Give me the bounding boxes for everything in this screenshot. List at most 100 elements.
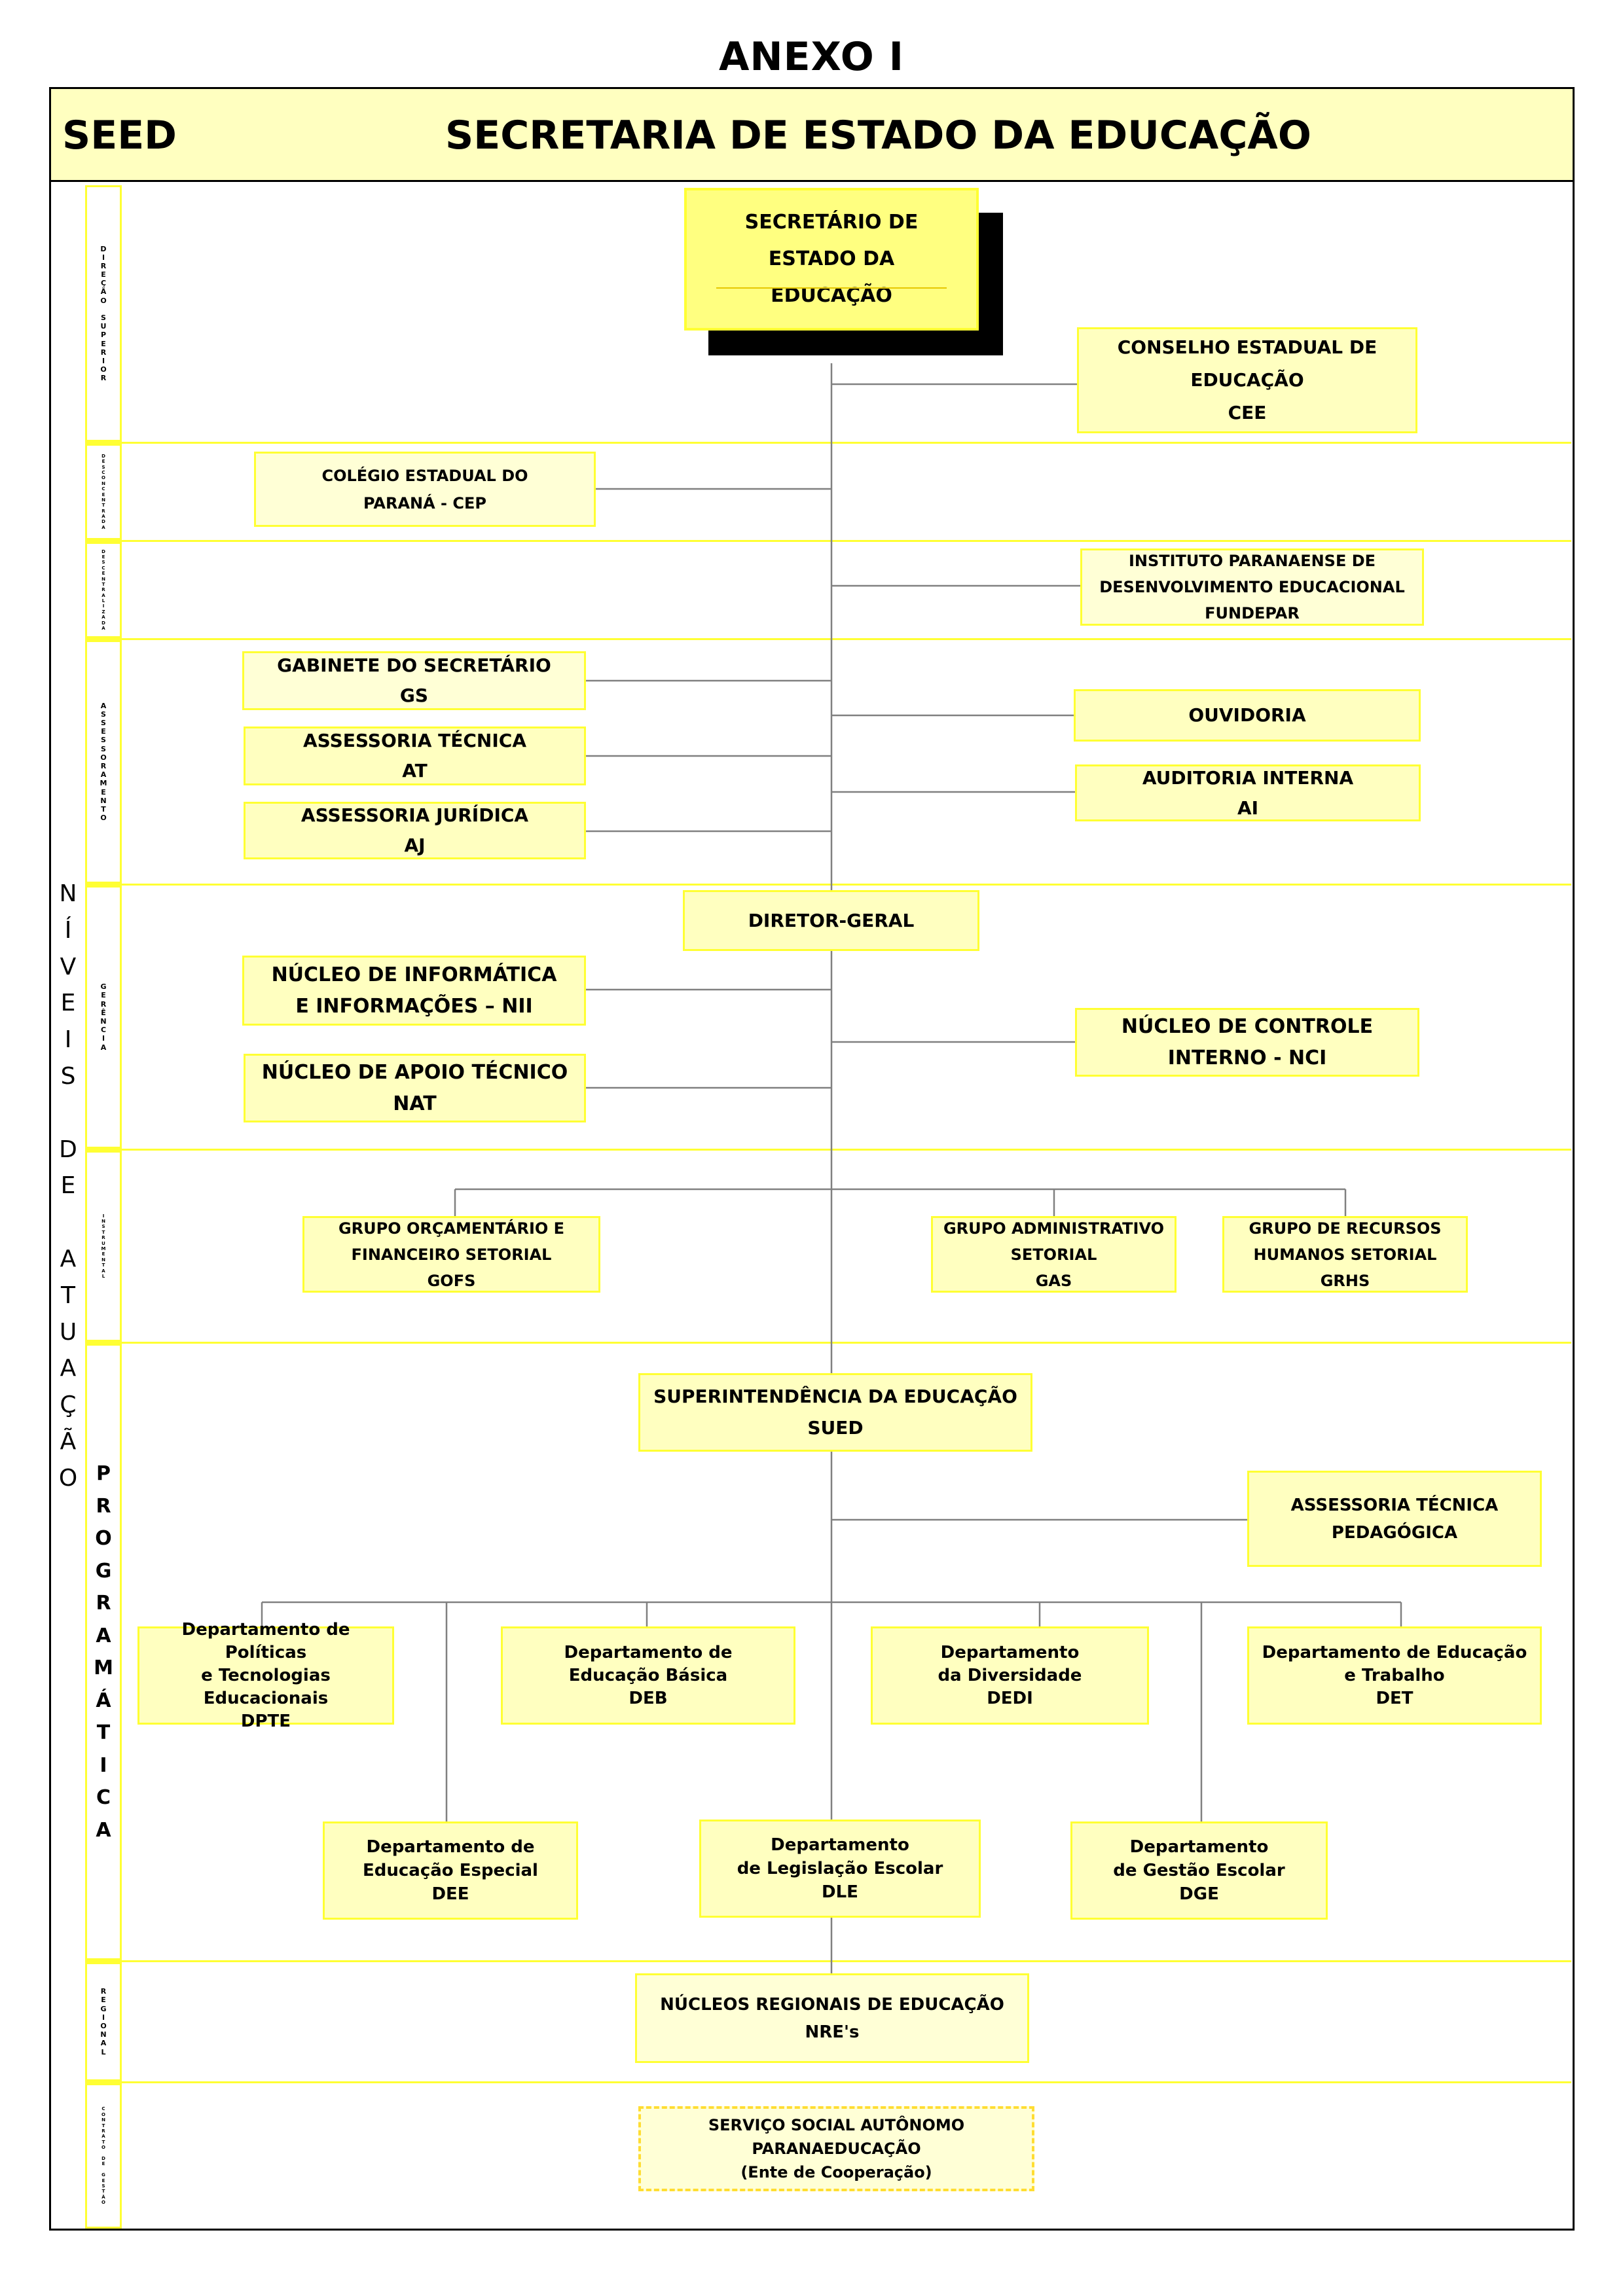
level-letter: E — [101, 787, 106, 797]
level-letter: O — [100, 814, 107, 823]
box-nci[interactable]: NÚCLEO DE CONTROLE INTERNO - NCI — [1075, 1008, 1419, 1077]
box-dpte[interactable]: Departamento de Políticas e Tecnologias … — [137, 1620, 394, 1731]
box-paranaeducacao[interactable]: SERVIÇO SOCIAL AUTÔNOMO PARANAEDUCAÇÃO (… — [638, 2106, 1034, 2191]
level-letter: A — [101, 592, 105, 598]
box-gas[interactable]: GRUPO ADMINISTRATIVO SETORIAL GAS — [931, 1216, 1176, 1293]
level-letter: A — [96, 1624, 111, 1647]
box-secretario[interactable]: SECRETÁRIO DE ESTADO DA EDUCAÇÃO — [684, 188, 979, 331]
box-dge-label: Departamento de Gestão Escolar DGE — [1113, 1837, 1285, 1904]
level-letter: E — [101, 1996, 106, 2005]
level-letter: T — [101, 581, 105, 587]
level-letter: D — [101, 519, 105, 525]
level-letter: R — [100, 374, 107, 383]
box-fundepar[interactable]: INSTITUTO PARANAENSE DE DESENVOLVIMENTO … — [1080, 548, 1424, 626]
level-letter: I — [101, 2013, 105, 2022]
box-dedi[interactable]: Departamento da Diversidade DEDI — [871, 1626, 1149, 1725]
level-letter: C — [101, 469, 105, 475]
box-ai[interactable]: AUDITORIA INTERNA AI — [1075, 764, 1421, 821]
box-dle-label: Departamento de Legislação Escolar DLE — [737, 1835, 943, 1902]
box-gs[interactable]: GABINETE DO SECRETÁRIO GS — [242, 651, 586, 710]
box-aj[interactable]: ASSESSORIA JURÍDICA AJ — [244, 802, 586, 859]
level-letter: E — [101, 727, 106, 736]
box-gofs[interactable]: GRUPO ORÇAMENTÁRIO E FINANCEIRO SETORIAL… — [302, 1216, 600, 1293]
niveis-letter: E — [60, 1172, 76, 1200]
level-letter: E — [101, 459, 105, 465]
level-letter: Z — [101, 609, 105, 615]
box-ai-label: AUDITORIA INTERNA AI — [1142, 766, 1354, 819]
box-cee-label: CONSELHO ESTADUAL DE EDUCAÇÃO CEE — [1117, 336, 1377, 423]
level-letter: C — [101, 2106, 105, 2112]
level-letter: G — [100, 982, 107, 992]
box-dee[interactable]: Departamento de Educação Especial DEE — [323, 1821, 578, 1920]
level-letter: R — [100, 348, 107, 357]
row-divider — [85, 638, 1571, 640]
box-ouvidoria[interactable]: OUVIDORIA — [1074, 689, 1421, 742]
box-dle[interactable]: Departamento de Legislação Escolar DLE — [699, 1820, 981, 1918]
level-letter: S — [101, 2183, 105, 2189]
niveis-letter: D — [59, 1136, 77, 1163]
box-deb[interactable]: Departamento de Educação Básica DEB — [501, 1626, 795, 1725]
box-det-label: Departamento de Educação e Trabalho DET — [1262, 1642, 1527, 1708]
level-letter: S — [101, 736, 106, 745]
level-letter: S — [101, 560, 105, 565]
box-det[interactable]: Departamento de Educação e Trabalho DET — [1247, 1626, 1542, 1725]
level-letter: G — [95, 1559, 112, 1583]
niveis-letter: Ã — [60, 1427, 77, 1455]
box-cee[interactable]: CONSELHO ESTADUAL DE EDUCAÇÃO CEE — [1077, 327, 1417, 433]
level-letter: O — [100, 2022, 107, 2030]
level-letter: N — [100, 796, 107, 805]
row-divider — [85, 1149, 1571, 1151]
level-letter: G — [100, 2004, 107, 2013]
level-letter: A — [101, 514, 105, 520]
level-letter: R — [96, 1592, 111, 1615]
level-letter: O — [100, 365, 107, 374]
box-diretor-geral[interactable]: DIRETOR-GERAL — [683, 890, 979, 951]
level-letter: I — [101, 253, 105, 262]
box-nat[interactable]: NÚCLEO DE APOIO TÉCNICO NAT — [244, 1054, 586, 1122]
box-grhs[interactable]: GRUPO DE RECURSOS HUMANOS SETORIAL GRHS — [1222, 1216, 1468, 1293]
level-letter: I — [101, 1034, 105, 1043]
box-nre[interactable]: NÚCLEOS REGIONAIS DE EDUCAÇÃO NRE's — [635, 1973, 1029, 2063]
level-letter: A — [100, 1043, 107, 1052]
level-letter: R — [96, 1494, 111, 1518]
box-at[interactable]: ASSESSORIA TÉCNICA AT — [244, 726, 586, 785]
box-deb-label: Departamento de Educação Básica DEB — [564, 1642, 733, 1708]
level-letter: C — [101, 565, 105, 571]
level-letter: M — [101, 1246, 106, 1251]
level-letter: C — [101, 486, 105, 492]
box-atp[interactable]: ASSESSORIA TÉCNICA PEDAGÓGICA — [1247, 1471, 1542, 1567]
level-letter: E — [101, 270, 106, 279]
level-letter: D — [101, 620, 105, 626]
box-sued[interactable]: SUPERINTENDÊNCIA DA EDUCAÇÃO SUED — [638, 1373, 1032, 1452]
box-secretario-label: SECRETÁRIO DE ESTADO DA EDUCAÇÃO — [744, 211, 919, 307]
secretario-underline — [716, 287, 947, 289]
frame-bottom — [49, 2229, 1575, 2231]
level-letter: O — [101, 475, 105, 481]
box-nii[interactable]: NÚCLEO DE INFORMÁTICA E INFORMAÇÕES – NI… — [242, 956, 586, 1026]
box-cep[interactable]: COLÉGIO ESTADUAL DO PARANÁ - CEP — [254, 452, 596, 527]
niveis-letter: Í — [64, 916, 72, 944]
row-divider — [85, 2081, 1571, 2083]
level-letter: N — [101, 497, 105, 503]
level-letter: T — [101, 1229, 105, 1235]
level-letter: R — [101, 1235, 105, 1241]
level-letter: C — [96, 1786, 111, 1809]
level-letter: A — [96, 1818, 111, 1842]
box-gofs-label: GRUPO ORÇAMENTÁRIO E FINANCEIRO SETORIAL… — [338, 1219, 565, 1290]
level-letter: S — [101, 314, 106, 322]
level-letter: O — [101, 2200, 105, 2206]
level-letter: N — [100, 2030, 107, 2039]
header-band — [49, 87, 1575, 182]
row-divider — [85, 884, 1571, 886]
level-letter: D — [101, 548, 105, 554]
row-divider — [85, 540, 1571, 542]
row-divider — [85, 442, 1571, 444]
level-letter: E — [101, 1251, 105, 1257]
box-dge[interactable]: Departamento de Gestão Escolar DGE — [1070, 1821, 1328, 1920]
box-nii-label: NÚCLEO DE INFORMÁTICA E INFORMAÇÕES – NI… — [271, 963, 557, 1018]
level-letter: T — [101, 2139, 105, 2145]
